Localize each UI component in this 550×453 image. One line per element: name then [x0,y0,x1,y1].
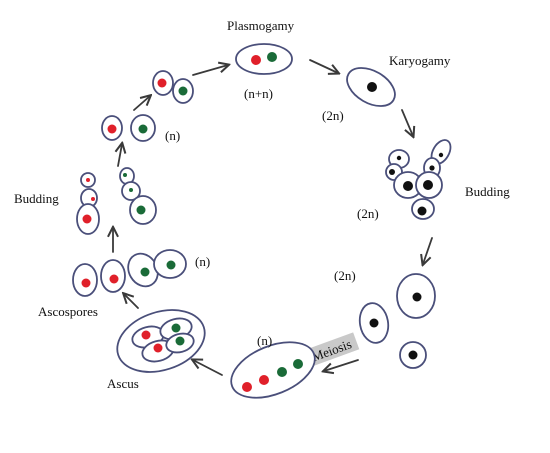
ascospore [153,249,187,279]
haploid-cell [101,115,123,141]
haploid-nucleus-red [251,55,261,65]
haploid-nucleus-red [242,382,252,392]
budding-right-label: Budding [465,184,510,199]
arrow-to-meiosis [324,359,359,371]
ascus-label: Ascus [107,376,139,391]
diploid-nucleus [396,155,402,161]
haploid-nucleus-red [157,78,167,88]
haploid-nucleus-red [107,124,117,134]
diploid-nucleus [389,169,395,175]
arrow-to-haploid-pair [118,144,122,167]
haploid-cell [130,114,156,142]
haploid-nucleus-red [141,330,151,340]
n-label-ascospores: (n) [195,254,210,269]
plasmogamy-label: Plasmogamy [227,18,295,33]
haploid-nucleus-green [166,260,176,270]
haploid-nucleus-red [109,274,119,284]
plasmogamy-cell [235,43,293,75]
diploid-nucleus [417,206,427,216]
haploid-nucleus-red [259,375,269,385]
diploid-cell [358,302,390,344]
ascus [116,309,206,373]
two-n-label-budding: (2n) [357,206,379,221]
ascospore [100,259,126,293]
haploid-nucleus-red [81,278,91,288]
diploid-nucleus [429,165,435,171]
n-plus-n-label: (n+n) [244,86,273,101]
haploid-nucleus-green [129,188,133,192]
haploid-nucleus-green [138,124,148,134]
haploid-nucleus-red [86,178,90,182]
arrow-to-karyogamy [309,59,338,73]
arrow-to-ascus [193,360,223,376]
n-label-left: (n) [165,128,180,143]
diploid-nucleus [438,152,444,158]
mating-pair [152,70,194,104]
diploid-nucleus [369,318,379,328]
haploid-nucleus-green [171,323,181,333]
haploid-nucleus-red [153,343,163,353]
arrow-to-ascospores [124,294,139,309]
diploid-nucleus [423,180,433,190]
diploid-nucleus [412,292,422,302]
haploid-nucleus-green [293,359,303,369]
haploid-budding-red [76,172,100,235]
haploid-nucleus-green [267,52,277,62]
budding-left-label: Budding [14,191,59,206]
two-n-label-top: (2n) [322,108,344,123]
diploid-nucleus [367,82,377,92]
diploid-budding-cluster [385,139,452,220]
diploid-cell [399,341,427,369]
haploid-nucleus-red [82,214,92,224]
haploid-nucleus-green [123,173,127,177]
diploid-cell [396,273,436,319]
meiosis-product-cell [230,341,316,399]
karyogamy-cell [346,67,396,107]
haploid-nucleus-green [175,336,185,346]
haploid-nucleus-green [136,205,146,215]
haploid-nucleus-red [91,197,95,201]
diploid-nucleus [408,350,418,360]
haploid-budding-green [119,167,157,225]
arrow-to-diploid-budding [401,109,413,136]
diploid-nucleus [403,181,413,191]
ascospores-label: Ascospores [38,304,98,319]
n-label-meiosis: (n) [257,333,272,348]
arrow-to-plasmogamy [192,65,228,76]
ascospore [72,263,98,297]
karyogamy-label: Karyogamy [389,53,451,68]
arrow-to-diploid-cells [423,237,433,264]
haploid-nucleus-green [178,86,188,96]
haploid-nucleus-green [277,367,287,377]
arrow-to-mating-pair [133,96,150,111]
haploid-nucleus-green [140,267,150,277]
two-n-label-cells: (2n) [334,268,356,283]
